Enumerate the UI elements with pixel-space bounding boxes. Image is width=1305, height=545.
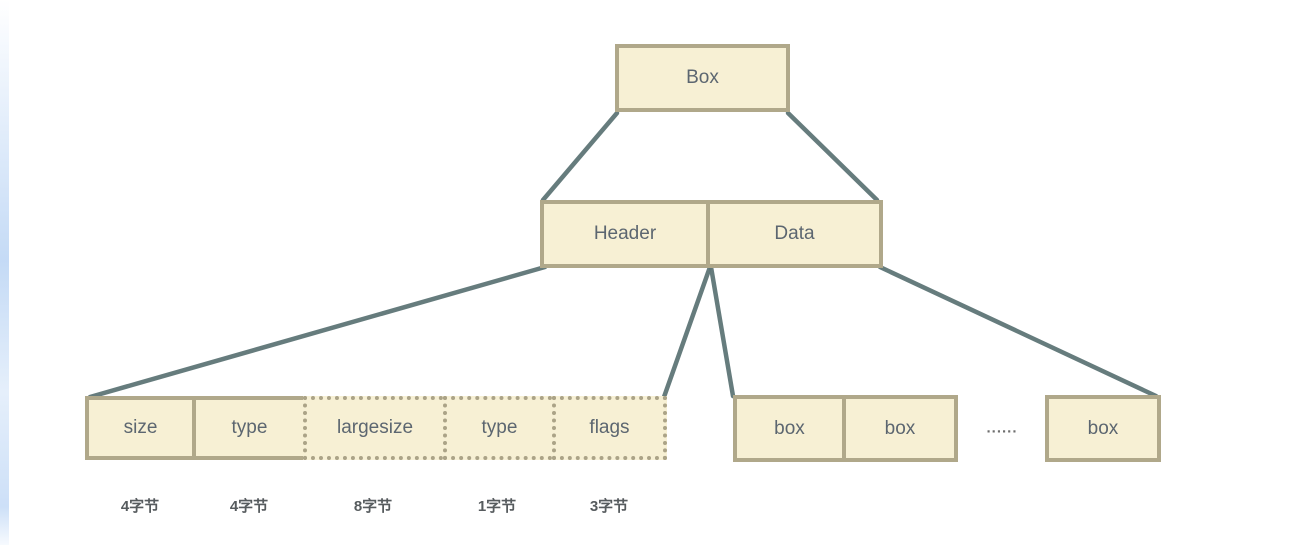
byte-label-largesize: 8字节 — [353, 498, 393, 515]
byte-label-size: 4字节 — [120, 498, 160, 515]
field-largesize: largesize — [303, 396, 443, 460]
byte-label-flags: 3字节 — [589, 498, 629, 515]
connector-header-to-fields-left — [87, 264, 548, 400]
connector-root-to-data — [785, 110, 880, 203]
node-box-child-2: box — [846, 399, 954, 458]
node-box-child-2-label: box — [884, 417, 916, 439]
connector-data-to-first-child — [708, 264, 736, 399]
field-type-optional: type — [443, 396, 552, 460]
byte-label-type-optional: 1字节 — [477, 498, 517, 515]
field-type-label: type — [231, 417, 268, 438]
node-box-root: Box — [615, 44, 790, 112]
node-box-child-1-label: box — [774, 417, 805, 439]
node-box-child-n-label: box — [1087, 417, 1119, 439]
header-fields-strip: size type largesize type flags — [85, 396, 667, 460]
field-type: type — [196, 396, 303, 460]
field-size-label: size — [123, 417, 158, 438]
node-data: Data — [710, 204, 879, 264]
field-largesize-label: largesize — [336, 417, 414, 438]
field-flags-label: flags — [589, 417, 630, 438]
node-box-root-label: Box — [686, 67, 719, 88]
node-data-label: Data — [774, 223, 815, 244]
node-header-label: Header — [593, 223, 657, 244]
children-ellipsis: ...... — [986, 419, 1018, 437]
header-data-group: Header Data — [540, 200, 883, 268]
node-header: Header — [544, 204, 710, 264]
field-flags: flags — [552, 396, 667, 460]
field-type-optional-label: type — [481, 417, 518, 438]
node-box-child-1: box — [737, 399, 846, 458]
field-size: size — [85, 396, 196, 460]
node-box-child-n: box — [1045, 395, 1161, 462]
connector-header-to-fields-right — [661, 264, 713, 400]
data-children-group: box box — [733, 395, 958, 462]
byte-label-type: 4字节 — [229, 498, 269, 515]
connector-root-to-header — [540, 110, 620, 203]
connector-data-to-last-child — [877, 264, 1159, 399]
